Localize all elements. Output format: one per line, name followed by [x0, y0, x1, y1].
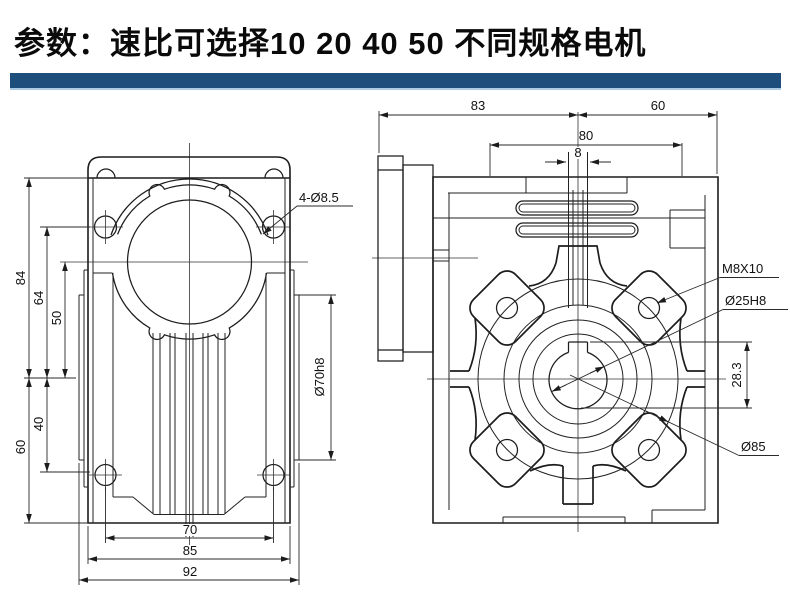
- front-corner-notch-right: [264, 168, 284, 179]
- front-upper-outer-arc: [110, 178, 269, 236]
- dim-label-83: 83: [471, 98, 485, 113]
- dim-label-80: 80: [579, 128, 593, 143]
- front-body-outline: [87, 156, 291, 524]
- flange-circles: [477, 278, 679, 480]
- side-view: 83 60 80 8 28.3 M8X10: [372, 98, 788, 532]
- dim-label-92: 92: [183, 564, 197, 579]
- front-dimensions: 84 64 50 40 60 70 85 92: [13, 177, 353, 585]
- dim-label-boss: Ø70h8: [312, 357, 327, 396]
- dim-label-50: 50: [49, 311, 64, 325]
- dim-label-60-side: 60: [651, 98, 665, 113]
- flange-bolt-holes: [495, 296, 661, 462]
- front-bottom-chamfer: [113, 496, 266, 515]
- dim-label-tap: M8X10: [722, 261, 763, 276]
- side-body-outline: [432, 176, 719, 524]
- page-title: 参数：速比可选择10 20 40 50 不同规格电机: [14, 26, 647, 61]
- dim-label-key-depth: 28.3: [729, 362, 744, 387]
- front-cooling-fins: [152, 333, 226, 537]
- dim-label-64: 64: [31, 291, 46, 305]
- front-corner-notch-left: [96, 168, 116, 179]
- bolt-circle-85: [477, 278, 679, 480]
- title-underline-bar: [10, 73, 781, 90]
- flange-feet: [450, 245, 705, 505]
- side-worm-shaft: [568, 152, 588, 308]
- dim-label-bolt-circle: Ø85: [741, 439, 766, 454]
- dim-label-70: 70: [183, 522, 197, 537]
- dim-label-85: 85: [183, 543, 197, 558]
- front-input-flange-circle: [126, 199, 253, 325]
- dim-label-8: 8: [574, 145, 581, 160]
- side-cooling-slots: [515, 200, 639, 238]
- front-side-boss-left: [78, 269, 88, 488]
- dim-label-bore: Ø25H8: [725, 293, 766, 308]
- dim-label-holes: 4-Ø8.5: [299, 190, 339, 205]
- output-bore: [548, 341, 608, 410]
- front-upper-scallop-arc: [117, 183, 262, 235]
- side-motor-flange: [377, 155, 449, 362]
- dim-label-60-front: 60: [13, 440, 28, 454]
- dim-label-84: 84: [13, 271, 28, 285]
- side-dimensions: 83 60 80 8 28.3 M8X10: [378, 98, 788, 456]
- dim-label-40: 40: [31, 417, 46, 431]
- front-view: 84 64 50 40 60 70 85 92: [13, 143, 353, 585]
- title-underline-highlight: [10, 88, 781, 90]
- front-side-boss-right: [290, 269, 300, 488]
- front-top-bolt-holes: [88, 210, 291, 244]
- front-bottom-bolt-holes: [89, 459, 290, 491]
- front-lower-scallop-arc: [111, 272, 268, 341]
